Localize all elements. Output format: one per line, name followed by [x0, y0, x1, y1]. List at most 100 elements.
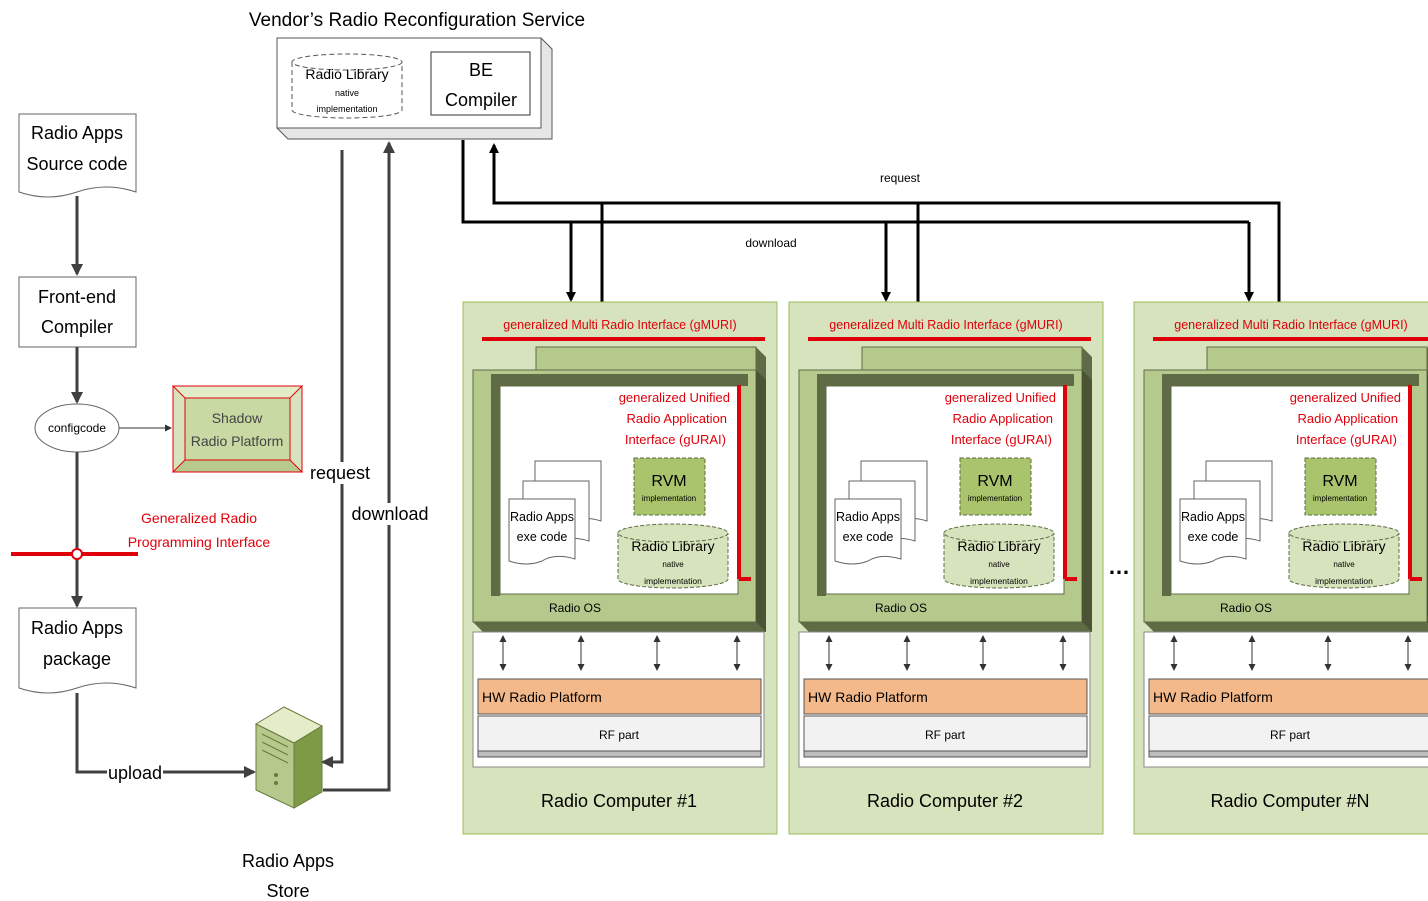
radio-os-side — [1082, 370, 1092, 632]
radio-library-native: native — [1333, 560, 1355, 569]
radio-os-top-plate — [1206, 346, 1428, 373]
rf-part-base — [1148, 750, 1428, 758]
exe-label-2: exe code — [1188, 530, 1239, 544]
request-top-label: request — [880, 171, 921, 185]
configcode-node: configcode — [34, 403, 120, 453]
rvm-box — [959, 457, 1032, 516]
download-bus — [461, 140, 1249, 224]
rvm-box — [1304, 457, 1377, 516]
radio-library-top — [1288, 523, 1400, 543]
rf-part-label: RF part — [1270, 728, 1311, 742]
radio-os-label: Radio OS — [549, 601, 601, 615]
radio-computer-3: generalized Multi Radio Interface (gMURI… — [1133, 301, 1428, 835]
hw-platform-box — [803, 678, 1088, 715]
radio-library-impl: implementation — [644, 576, 702, 586]
gmuri-label: generalized Multi Radio Interface (gMURI… — [829, 318, 1062, 332]
radio-library-body — [617, 533, 729, 589]
hw-platform-label: HW Radio Platform — [808, 689, 928, 705]
svg-text:configcode: configcode — [48, 421, 106, 435]
radio-library-impl: implementation — [970, 576, 1028, 586]
rvm-sub-label: implementation — [968, 494, 1022, 503]
service-radio-library: Radio Library native implementation — [291, 53, 403, 119]
gurai-label-2: Radio Application — [627, 411, 727, 426]
radio-library-native: native — [988, 560, 1010, 569]
hw-platform-label: HW Radio Platform — [1153, 689, 1273, 705]
radio-os-side — [756, 370, 766, 632]
exe-label-1: Radio Apps — [1181, 510, 1245, 524]
radio-os-inner-top — [1162, 374, 1419, 386]
store-label-1: Radio Apps — [242, 851, 334, 871]
rf-part-box — [477, 715, 762, 752]
rvm-label: RVM — [651, 473, 686, 490]
grpi-label-1: Generalized Radio — [141, 510, 257, 526]
grpi-junction — [71, 548, 83, 560]
source-code-doc: Radio Apps Source code — [18, 113, 137, 198]
radio-library-top — [617, 523, 729, 543]
radio-os-inner-top — [491, 374, 748, 386]
service-lib-label: Radio Library — [305, 66, 388, 82]
exe-label-2: exe code — [843, 530, 894, 544]
radio-os-label: Radio OS — [875, 601, 927, 615]
gurai-label-3: Interface (gURAI) — [625, 432, 726, 447]
svg-text:Front-end: Front-end — [38, 287, 116, 307]
computer-title: Radio Computer #2 — [867, 791, 1023, 811]
svg-text:Compiler: Compiler — [41, 317, 113, 337]
gurai-label-3: Interface (gURAI) — [1296, 432, 1397, 447]
be-compiler: BE Compiler — [430, 51, 531, 116]
download-label: download — [351, 504, 428, 524]
hw-platform-box — [1148, 678, 1428, 715]
svg-text:Radio Apps: Radio Apps — [31, 123, 123, 143]
gmuri-label: generalized Multi Radio Interface (gMURI… — [503, 318, 736, 332]
radio-library-label: Radio Library — [957, 538, 1040, 554]
gurai-label-2: Radio Application — [1298, 411, 1398, 426]
gurai-label-1: generalized Unified — [1290, 390, 1401, 405]
rvm-sub-label: implementation — [642, 494, 696, 503]
svg-text:BE: BE — [469, 60, 493, 80]
radio-library-body — [943, 533, 1055, 589]
svg-text:Compiler: Compiler — [445, 90, 517, 110]
svg-text:Radio Apps: Radio Apps — [31, 618, 123, 638]
radio-os-inner-left — [491, 386, 500, 596]
gurai-label-1: generalized Unified — [619, 390, 730, 405]
radio-library-label: Radio Library — [631, 538, 714, 554]
rf-part-label: RF part — [925, 728, 966, 742]
grpi-label-2: Programming Interface — [128, 534, 271, 550]
radio-os-top-plate — [861, 346, 1083, 373]
gmuri-label: generalized Multi Radio Interface (gMURI… — [1174, 318, 1407, 332]
radio-computers: generalized Multi Radio Interface (gMURI… — [462, 301, 1428, 835]
rvm-box — [633, 457, 706, 516]
service-lib-native: native — [335, 88, 359, 98]
exe-doc-front — [1179, 498, 1247, 565]
radio-computer-1: generalized Multi Radio Interface (gMURI… — [462, 301, 778, 835]
rf-part-box — [1148, 715, 1428, 752]
rf-part-box — [803, 715, 1088, 752]
exe-label-2: exe code — [517, 530, 568, 544]
download-arrow-service — [323, 141, 395, 792]
ellipsis: … — [1108, 554, 1130, 579]
hw-platform-label: HW Radio Platform — [482, 689, 602, 705]
rvm-label: RVM — [1322, 473, 1357, 490]
exe-label-1: Radio Apps — [836, 510, 900, 524]
server-icon — [254, 706, 324, 809]
radio-library-impl: implementation — [1315, 576, 1373, 586]
radio-library-body — [1288, 533, 1400, 589]
exe-doc-front — [508, 498, 576, 565]
request-arrow-store — [321, 150, 344, 768]
radio-os-inner-left — [817, 386, 826, 596]
computer-title: Radio Computer #N — [1210, 791, 1369, 811]
radio-computer-2: generalized Multi Radio Interface (gMURI… — [788, 301, 1104, 835]
request-label: request — [310, 463, 370, 483]
radio-library-native: native — [662, 560, 684, 569]
exe-doc-front — [834, 498, 902, 565]
apps-package-doc: Radio Apps package — [18, 607, 137, 694]
rf-part-label: RF part — [599, 728, 640, 742]
rvm-label: RVM — [977, 473, 1012, 490]
gurai-label-3: Interface (gURAI) — [951, 432, 1052, 447]
radio-os-label: Radio OS — [1220, 601, 1272, 615]
service-title: Vendor’s Radio Reconfiguration Service — [249, 10, 585, 31]
svg-text:package: package — [43, 649, 111, 669]
rf-part-base — [477, 750, 762, 758]
exe-label-1: Radio Apps — [510, 510, 574, 524]
store-label-2: Store — [266, 881, 309, 901]
